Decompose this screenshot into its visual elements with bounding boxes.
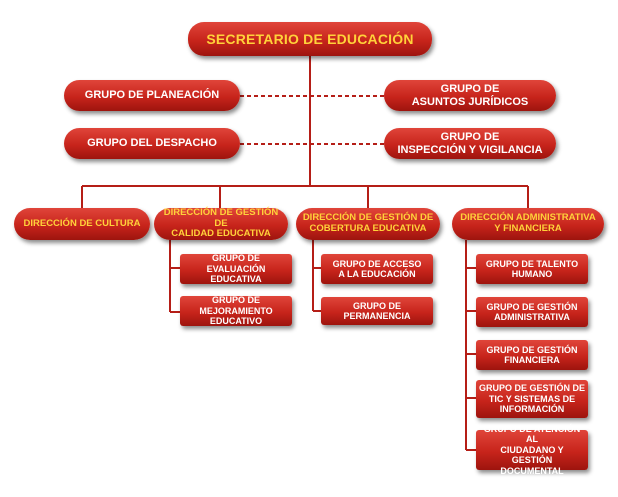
node-line: TIC Y SISTEMAS DE xyxy=(488,393,576,404)
node-line: DIRECCIÓN DE GESTIÓN DE xyxy=(302,212,434,224)
node-line: GRUPO DE ACCESO xyxy=(332,258,422,269)
node-line: COBERTURA EDUCATIVA xyxy=(309,223,427,234)
node-grupo-despacho: GRUPO DEL DESPACHO xyxy=(64,128,240,159)
node-grupo-gestion-financiera: GRUPO DE GESTIÓN FINANCIERA xyxy=(476,340,588,370)
node-line: ASUNTOS JURÍDICOS xyxy=(411,95,529,108)
node-line: EDUCATIVO xyxy=(209,316,263,327)
node-line: CALIDAD EDUCATIVA xyxy=(171,228,271,240)
node-line: CIUDADANO Y GESTIÓN xyxy=(500,444,564,466)
node-line: GRUPO DE PERMANENCIA xyxy=(343,300,411,321)
node-line: GRUPO DE TALENTO xyxy=(485,258,579,269)
node-line: Y FINANCIERA xyxy=(494,223,562,234)
node-line: DIRECCIÓN DE GESTIÓN DE xyxy=(163,206,279,229)
node-line: GRUPO DE GESTIÓN DE xyxy=(479,383,586,394)
node-line: GRUPO DE xyxy=(440,130,500,143)
node-grupo-planeacion: GRUPO DE PLANEACIÓN xyxy=(64,80,240,111)
node-secretario: SECRETARIO DE EDUCACIÓN xyxy=(188,22,432,56)
node-line: ADMINISTRATIVA xyxy=(494,312,570,322)
node-line: EDUCATIVA xyxy=(210,274,262,285)
node-grupo-atencion: GRUPO DE ATENCIÓN AL CIUDADANO Y GESTIÓN… xyxy=(476,424,588,476)
node-grupo-talento: GRUPO DE TALENTO HUMANO xyxy=(476,254,588,284)
node-line: GRUPO DE GESTIÓN xyxy=(486,344,578,355)
node-direccion-cultura: DIRECCIÓN DE CULTURA xyxy=(14,208,150,240)
node-line: DIRECCIÓN ADMINISTRATIVA xyxy=(460,212,596,224)
node-grupo-juridicos: GRUPO DE ASUNTOS JURÍDICOS xyxy=(384,80,556,111)
node-grupo-acceso: GRUPO DE ACCESO A LA EDUCACIÓN xyxy=(321,254,433,284)
node-line: GRUPO DE xyxy=(440,82,500,95)
node-grupo-evaluacion: GRUPO DE EVALUACIÓN EDUCATIVA xyxy=(180,253,292,285)
node-line: HUMANO xyxy=(511,269,553,279)
node-grupo-tic: GRUPO DE GESTIÓN DE TIC Y SISTEMAS DE IN… xyxy=(476,380,588,418)
node-grupo-gestion-administrativa: GRUPO DE GESTIÓN ADMINISTRATIVA xyxy=(476,297,588,327)
node-line: GRUPO DE MEJORAMIENTO xyxy=(199,295,273,316)
node-direccion-calidad: DIRECCIÓN DE GESTIÓN DE CALIDAD EDUCATIV… xyxy=(154,206,288,240)
node-line: FINANCIERA xyxy=(504,355,560,365)
node-line: INFORMACIÓN xyxy=(499,404,565,415)
node-line: DOCUMENTAL xyxy=(500,465,564,476)
node-line: A LA EDUCACIÓN xyxy=(338,269,416,279)
node-grupo-permanencia: GRUPO DE PERMANENCIA xyxy=(321,297,433,325)
node-line: INSPECCIÓN Y VIGILANCIA xyxy=(397,143,543,156)
node-direccion-administrativa: DIRECCIÓN ADMINISTRATIVA Y FINANCIERA xyxy=(452,208,604,240)
node-line: GRUPO DE ATENCIÓN AL xyxy=(483,424,581,445)
node-grupo-inspeccion: GRUPO DE INSPECCIÓN Y VIGILANCIA xyxy=(384,128,556,159)
node-grupo-mejoramiento: GRUPO DE MEJORAMIENTO EDUCATIVO xyxy=(180,295,292,327)
node-direccion-cobertura: DIRECCIÓN DE GESTIÓN DE COBERTURA EDUCAT… xyxy=(296,208,440,240)
node-line: GRUPO DE EVALUACIÓN xyxy=(206,253,266,274)
node-line: GRUPO DE GESTIÓN xyxy=(486,301,578,312)
